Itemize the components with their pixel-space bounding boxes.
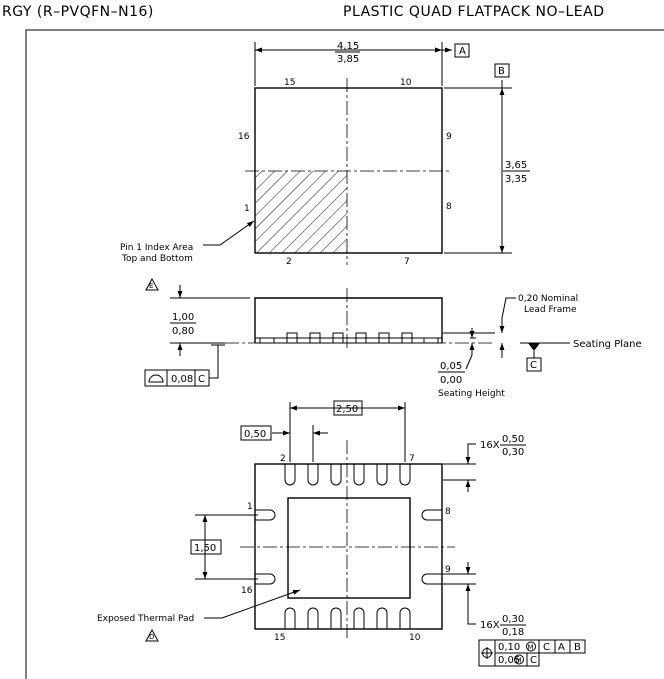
pin1-note-line1: Pin 1 Index Area <box>120 243 193 253</box>
pitch-value: 0,50 <box>244 429 266 440</box>
pin-label: 8 <box>446 202 452 212</box>
side-height-max: 1,00 <box>172 312 194 323</box>
datum-c-symbol <box>528 343 540 351</box>
position-tolerance-frame: 0,10 M C A B 0,05 M C <box>478 639 586 667</box>
side-view: 1,00 0,80 0,20 Nominal Lead Frame C Seat… <box>144 285 642 399</box>
pin-label: 7 <box>409 454 415 464</box>
note-triangle-d <box>145 628 159 642</box>
lead-frame-line2: Lead Frame <box>524 305 577 315</box>
flatness-callout: 0,08 C <box>144 344 225 387</box>
pos-tol-1: 0,10 <box>498 642 520 653</box>
thermal-pad-leader <box>204 589 301 619</box>
flatness-datum: C <box>198 374 205 385</box>
note-triangle-e <box>145 277 159 291</box>
drawing-frame <box>25 29 664 679</box>
bottom-leads-right <box>421 509 442 585</box>
pos-mod-1: M <box>528 644 534 652</box>
lead-width-prefix: 16X <box>480 620 500 631</box>
pin-label: 2 <box>280 454 286 464</box>
standoff-max: 0,05 <box>440 361 462 372</box>
lead-length-min: 0,30 <box>502 447 524 458</box>
pos-datum-a: A <box>558 642 565 653</box>
bottom-leads-bottom <box>284 607 411 629</box>
bottom-leads-left <box>255 509 276 585</box>
datum-c: C <box>530 360 537 371</box>
note-ref-e: E <box>149 282 153 290</box>
thermal-pad <box>287 497 411 599</box>
seating-height: Seating Height <box>438 389 505 399</box>
lead-width-max: 0,30 <box>502 614 524 625</box>
pin-label: 10 <box>409 633 421 643</box>
height-min: 3,35 <box>505 174 527 185</box>
width-min: 3,85 <box>337 54 359 65</box>
standoff-min: 0,00 <box>440 375 462 386</box>
pin-label: 16 <box>238 132 250 142</box>
package-title: PLASTIC QUAD FLATPACK NO–LEAD <box>343 4 605 20</box>
pos-mod-2: M <box>516 657 522 665</box>
lead-length-prefix: 16X <box>480 440 500 451</box>
profile-surface-icon <box>148 374 164 383</box>
pos-datum-b: B <box>574 642 581 653</box>
datum-b-box <box>494 63 510 78</box>
bottom-leads-top <box>284 464 411 486</box>
pin-label: 7 <box>404 257 410 267</box>
pin-label: 15 <box>284 78 295 88</box>
lead-length-max: 0,50 <box>502 434 524 445</box>
side-height-min: 0,80 <box>172 326 194 337</box>
pin-label: 1 <box>247 502 253 512</box>
datum-b: B <box>498 66 505 77</box>
pin-label: 16 <box>241 586 253 596</box>
pad-span-value: 1,50 <box>194 543 216 554</box>
pos-datum-c: C <box>543 642 550 653</box>
datum-a-box <box>454 43 470 58</box>
seating-plane: Seating Plane <box>573 339 642 350</box>
height-max: 3,65 <box>505 160 527 171</box>
pos-datum-c2: C <box>530 655 537 666</box>
bottom-view: 2 7 1 8 9 16 15 10 2,50 0,50 1,50 16X 0,… <box>97 400 586 667</box>
pin-label: 9 <box>445 565 451 575</box>
datum-c-box <box>526 357 542 372</box>
width-max: 4,15 <box>337 41 359 52</box>
lead-width-min: 0,18 <box>502 627 524 638</box>
span-value: 2,50 <box>336 404 358 415</box>
side-body <box>254 297 443 343</box>
pin-label: 10 <box>400 78 412 88</box>
pin-label: 8 <box>445 507 451 517</box>
lead-frame-line1: 0,20 Nominal <box>518 294 578 304</box>
flatness-value: 0,08 <box>171 374 193 385</box>
pin-label: 9 <box>446 132 452 142</box>
side-leads <box>259 332 439 344</box>
note-ref-d: D <box>149 633 154 641</box>
pin1-note-line2: Top and Bottom <box>121 254 193 264</box>
pin1-leader <box>203 220 255 246</box>
package-code: RGY (R–PVQFN–N16) <box>2 4 154 20</box>
pin1-hatch-area <box>255 171 347 253</box>
pin-label: 1 <box>244 204 250 214</box>
pin-label: 2 <box>286 257 292 267</box>
pos-tol-2: 0,05 <box>498 655 520 666</box>
bottom-view-body <box>254 463 443 630</box>
thermal-pad-note: Exposed Thermal Pad <box>97 614 194 624</box>
top-view: 15 10 16 9 1 8 2 7 A 4,15 3,85 B 3,65 3,… <box>120 41 530 291</box>
datum-a: A <box>459 46 466 57</box>
top-view-body <box>254 87 443 254</box>
pin-label: 15 <box>274 633 285 643</box>
